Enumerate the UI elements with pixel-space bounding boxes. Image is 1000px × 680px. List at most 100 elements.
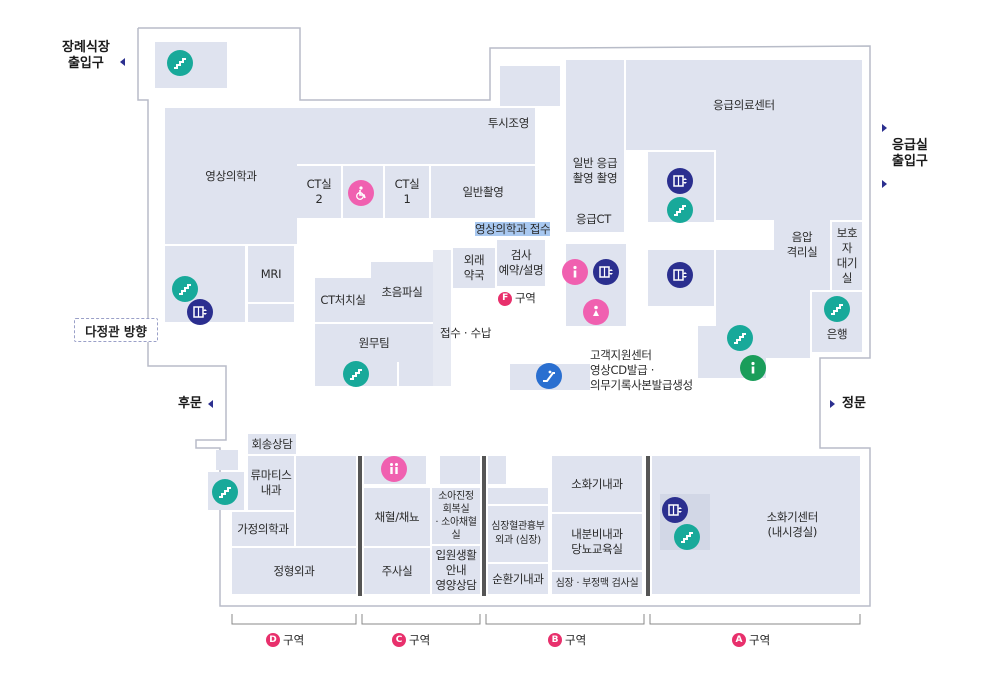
room-blood-collection[interactable]: 채혈/채뇨	[364, 488, 430, 546]
room-label: 심장 · 부정맥 검사실	[555, 577, 639, 589]
room-gastro[interactable]: 소화기내과	[552, 456, 642, 512]
arrow-right-icon	[830, 400, 835, 408]
room-label: 심장혈관흉부 외과 (심장)	[491, 521, 545, 546]
stairs-icon[interactable]	[172, 276, 198, 302]
room-label: 검사 예약/설명	[498, 248, 544, 277]
room-general-xray[interactable]: 일반촬영	[431, 166, 535, 218]
room-label: 음압 격리실	[786, 230, 818, 259]
funeral-entrance-label[interactable]: 장례식장 출입구	[62, 40, 110, 71]
room-guardian-lounge[interactable]: 보호자 대기실	[832, 222, 862, 290]
stairs-icon[interactable]	[824, 296, 850, 322]
stairs-icon[interactable]	[167, 50, 193, 76]
room-label: 일반촬영	[462, 184, 504, 199]
stairs-icon[interactable]	[343, 361, 369, 387]
room-label: 회송상담	[251, 436, 293, 451]
room-label: 초음파실	[381, 284, 423, 299]
zone-divider	[358, 456, 362, 596]
room-ultrasound[interactable]: 초음파실	[371, 262, 433, 322]
zone-text: 구역	[565, 633, 587, 647]
room-isolation[interactable]: 음압 격리실	[774, 200, 830, 290]
elevator-icon[interactable]	[667, 262, 693, 288]
room-radiology[interactable]: 영상의학과	[165, 108, 297, 244]
room-label: 소화기내과	[571, 476, 623, 491]
room-cardiac-test[interactable]: 심장 · 부정맥 검사실	[552, 572, 642, 594]
room-label: 원무팀	[358, 335, 390, 350]
stairs-icon[interactable]	[674, 524, 700, 550]
info-icon[interactable]	[562, 259, 588, 285]
reception-payment-label: 접수 · 수납	[440, 326, 492, 340]
room-mri[interactable]: MRI	[248, 246, 294, 302]
room-label: 외래 약국	[463, 253, 485, 282]
room-cardio-thoracic[interactable]: 심장혈관흉부 외과 (심장)	[488, 506, 548, 562]
room-label: CT처치실	[320, 292, 366, 307]
elevator-icon[interactable]	[662, 497, 688, 523]
room-er-xray[interactable]: 일반 응급 촬영 촬영	[566, 60, 624, 232]
room-label: MRI	[260, 266, 282, 281]
back-gate-label[interactable]: 후문	[178, 396, 202, 411]
room-label: 주사실	[381, 563, 413, 578]
emergency-entrance-label[interactable]: 응급실 출입구	[892, 138, 928, 169]
room-er-center[interactable]: 응급의료센터	[626, 60, 862, 150]
room-label: 류마티스 내과	[250, 468, 292, 497]
escalator-icon[interactable]	[536, 363, 562, 389]
room-d-block	[296, 456, 356, 546]
info-icon[interactable]	[740, 355, 766, 381]
zone-badge: C	[392, 633, 406, 647]
wheelchair-icon[interactable]	[348, 180, 374, 206]
arrow-left-icon	[120, 58, 125, 66]
room-orthopedics[interactable]: 정형외과	[232, 548, 356, 594]
room-family-medicine[interactable]: 가정의학과	[232, 512, 294, 546]
room-outpatient-pharmacy[interactable]: 외래 약국	[453, 248, 495, 288]
main-gate-label[interactable]: 정문	[842, 396, 866, 411]
room-fluoroscopy[interactable]: 투시조영	[297, 108, 535, 164]
dajeong-direction-label[interactable]: 다정관 방향	[74, 318, 158, 342]
room-small-d	[216, 450, 238, 470]
zone-badge: B	[548, 633, 562, 647]
elevator-icon[interactable]	[187, 299, 213, 325]
room-label: CT실 1	[394, 177, 420, 206]
elevator-icon[interactable]	[593, 259, 619, 285]
arrow-left-icon	[208, 400, 213, 408]
room-label: 보호자 대기실	[836, 226, 858, 285]
room-label: 순환기내과	[492, 571, 544, 586]
room-label: CT실 2	[306, 177, 332, 206]
room-mri-sub	[248, 304, 294, 322]
room-label: 투시조영	[487, 116, 529, 130]
restroom-icon[interactable]	[381, 456, 407, 482]
room-label: 채혈/채뇨	[374, 509, 420, 524]
room-injection[interactable]: 주사실	[364, 548, 430, 594]
stairs-icon[interactable]	[212, 479, 238, 505]
room-return-consult[interactable]: 회송상담	[248, 434, 296, 454]
room-ct2[interactable]: CT실 2	[297, 166, 341, 218]
room-admission-guide[interactable]: 입원생활 안내 영양상담	[432, 546, 480, 594]
room-label: 입원생활 안내 영양상담	[435, 547, 477, 592]
room-ct-treatment[interactable]: CT처치실	[315, 278, 371, 322]
room-rheumatology[interactable]: 류마티스 내과	[248, 456, 294, 510]
room-er-ct-label: 응급CT	[576, 212, 612, 226]
restroom-icon[interactable]	[583, 299, 609, 325]
zone-divider	[482, 456, 486, 596]
customer-center-label: 고객지원센터 영상CD발급 · 의무기록사본발급생성	[590, 348, 693, 392]
stairs-icon[interactable]	[667, 197, 693, 223]
stairs-icon[interactable]	[727, 325, 753, 351]
room-label: 은행	[826, 327, 848, 341]
room-ct1[interactable]: CT실 1	[385, 166, 429, 218]
room-label: 정형외과	[273, 563, 315, 578]
room-pediatric[interactable]: 소아진정 회복실 · 소아채혈실	[432, 488, 480, 544]
zone-badge: D	[266, 633, 280, 647]
room-cardiology[interactable]: 순환기내과	[488, 564, 548, 594]
room-exam-booking[interactable]: 검사 예약/설명	[497, 240, 545, 286]
zone-text: 구역	[749, 633, 771, 647]
room-endocrinology[interactable]: 내분비내과 당뇨교육실	[552, 514, 642, 570]
room-label: 가정의학과	[237, 521, 289, 536]
room-b-top	[488, 488, 548, 504]
elevator-icon[interactable]	[667, 168, 693, 194]
room-label: 응급의료센터	[713, 97, 775, 112]
zone-text: 구역	[409, 633, 431, 647]
